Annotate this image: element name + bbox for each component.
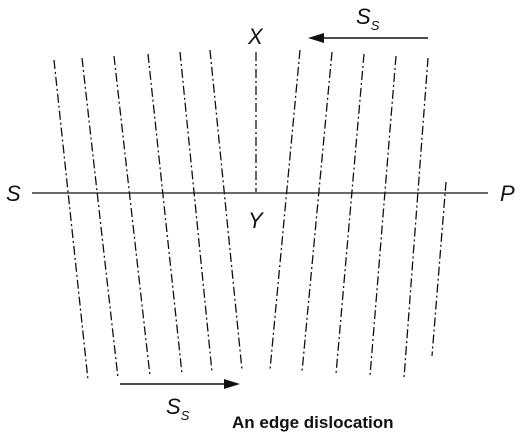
diagram-caption: An edge dislocation (232, 413, 394, 432)
bottom-shear-label: SS (166, 394, 190, 423)
lattice-plane-1 (53, 59, 89, 381)
bottom-arrow-head (224, 379, 240, 389)
end-label-p: P (500, 181, 515, 206)
lattice-plane-7 (269, 49, 301, 371)
lattice-plane-6 (209, 49, 243, 371)
end-label-s: S (6, 181, 21, 206)
lattice-plane-4 (147, 53, 183, 375)
lattice-planes (53, 49, 447, 381)
top-shear-arrow (308, 33, 428, 43)
lattice-plane-9 (335, 53, 365, 375)
lattice-plane-11 (403, 57, 429, 379)
point-label-y: Y (248, 208, 264, 233)
top-arrow-head (308, 33, 324, 43)
lattice-plane-12 (431, 181, 447, 357)
lattice-plane-3 (113, 55, 151, 377)
point-label-x: X (247, 24, 264, 49)
top-shear-label: SS (356, 4, 380, 33)
lattice-plane-10 (369, 55, 397, 377)
lattice-plane-2 (81, 57, 119, 379)
lattice-plane-5 (179, 51, 213, 373)
bottom-shear-arrow (120, 379, 240, 389)
lattice-plane-8 (301, 51, 333, 373)
